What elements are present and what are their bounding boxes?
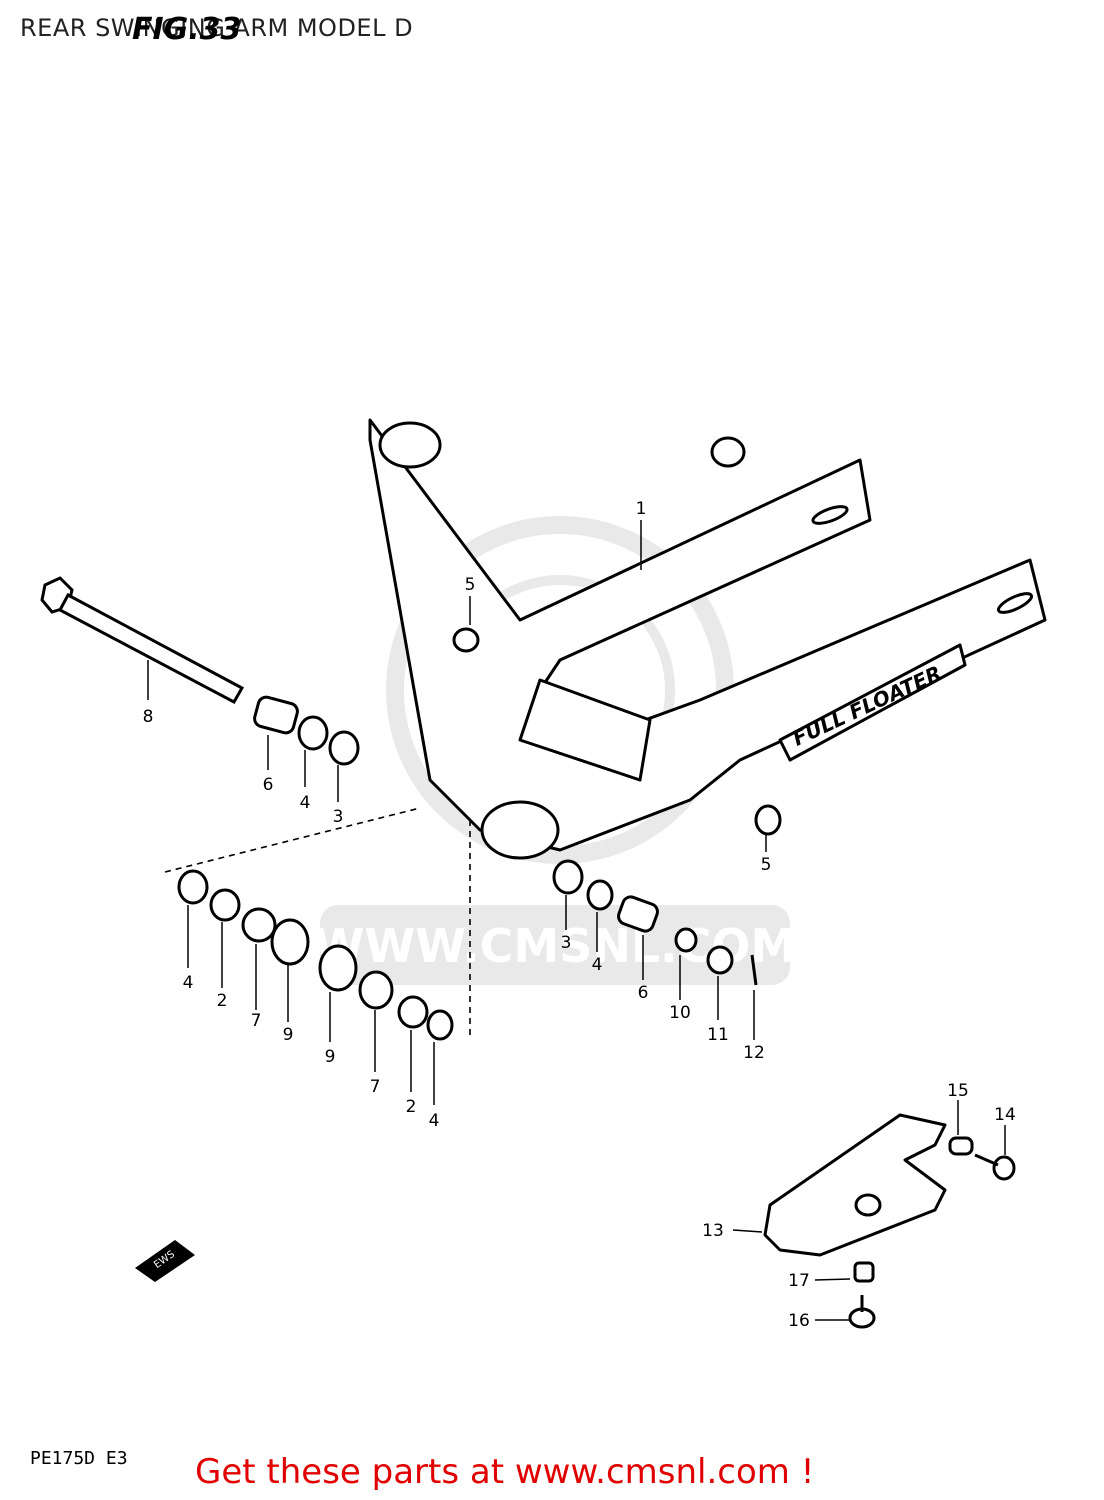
callout-7: 7 xyxy=(370,1077,381,1097)
callout-9: 9 xyxy=(283,1025,294,1045)
callout-3: 3 xyxy=(333,807,344,827)
pivot-bolt xyxy=(40,576,245,705)
callout-8: 8 xyxy=(143,707,154,727)
callout-15: 15 xyxy=(947,1081,969,1101)
chain-guide xyxy=(763,1113,1016,1329)
diagram-title: REAR SWINGING ARM MODEL D xyxy=(20,14,414,42)
callout-1: 1 xyxy=(636,499,647,519)
callout-4: 4 xyxy=(300,793,311,813)
swing-arm: FULL FLOATER xyxy=(368,418,1047,860)
leader-lines xyxy=(147,520,1006,1321)
callout-3: 3 xyxy=(561,933,572,953)
callout-17: 17 xyxy=(788,1271,810,1291)
callout-10: 10 xyxy=(669,1003,691,1023)
callout-2: 2 xyxy=(406,1097,417,1117)
callout-4: 4 xyxy=(592,955,603,975)
callout-13: 13 xyxy=(702,1221,724,1241)
callout-11: 11 xyxy=(707,1025,729,1045)
callout-6: 6 xyxy=(263,775,274,795)
callout-7: 7 xyxy=(251,1011,262,1031)
callout-4: 4 xyxy=(429,1111,440,1131)
callout-labels: 1 5 8 6 4 3 5 4 2 7 9 9 7 2 4 3 4 6 10 1… xyxy=(143,499,1016,1331)
figure-number: FIG.33 xyxy=(132,12,242,47)
callout-5: 5 xyxy=(465,575,476,595)
cmsnl-link[interactable]: Get these parts at www.cmsnl.com ! xyxy=(195,1452,815,1492)
callout-4: 4 xyxy=(183,973,194,993)
callout-6: 6 xyxy=(638,983,649,1003)
callout-5: 5 xyxy=(761,855,772,875)
callout-14: 14 xyxy=(994,1105,1016,1125)
direction-arrow: EWS xyxy=(135,1240,195,1282)
hardware-parts xyxy=(177,627,782,1041)
callout-9: 9 xyxy=(325,1047,336,1067)
model-code: PE175D E3 xyxy=(30,1448,128,1469)
callout-2: 2 xyxy=(217,991,228,1011)
callout-12: 12 xyxy=(743,1043,765,1063)
callout-16: 16 xyxy=(788,1311,810,1331)
assembly-lines xyxy=(164,807,471,1040)
